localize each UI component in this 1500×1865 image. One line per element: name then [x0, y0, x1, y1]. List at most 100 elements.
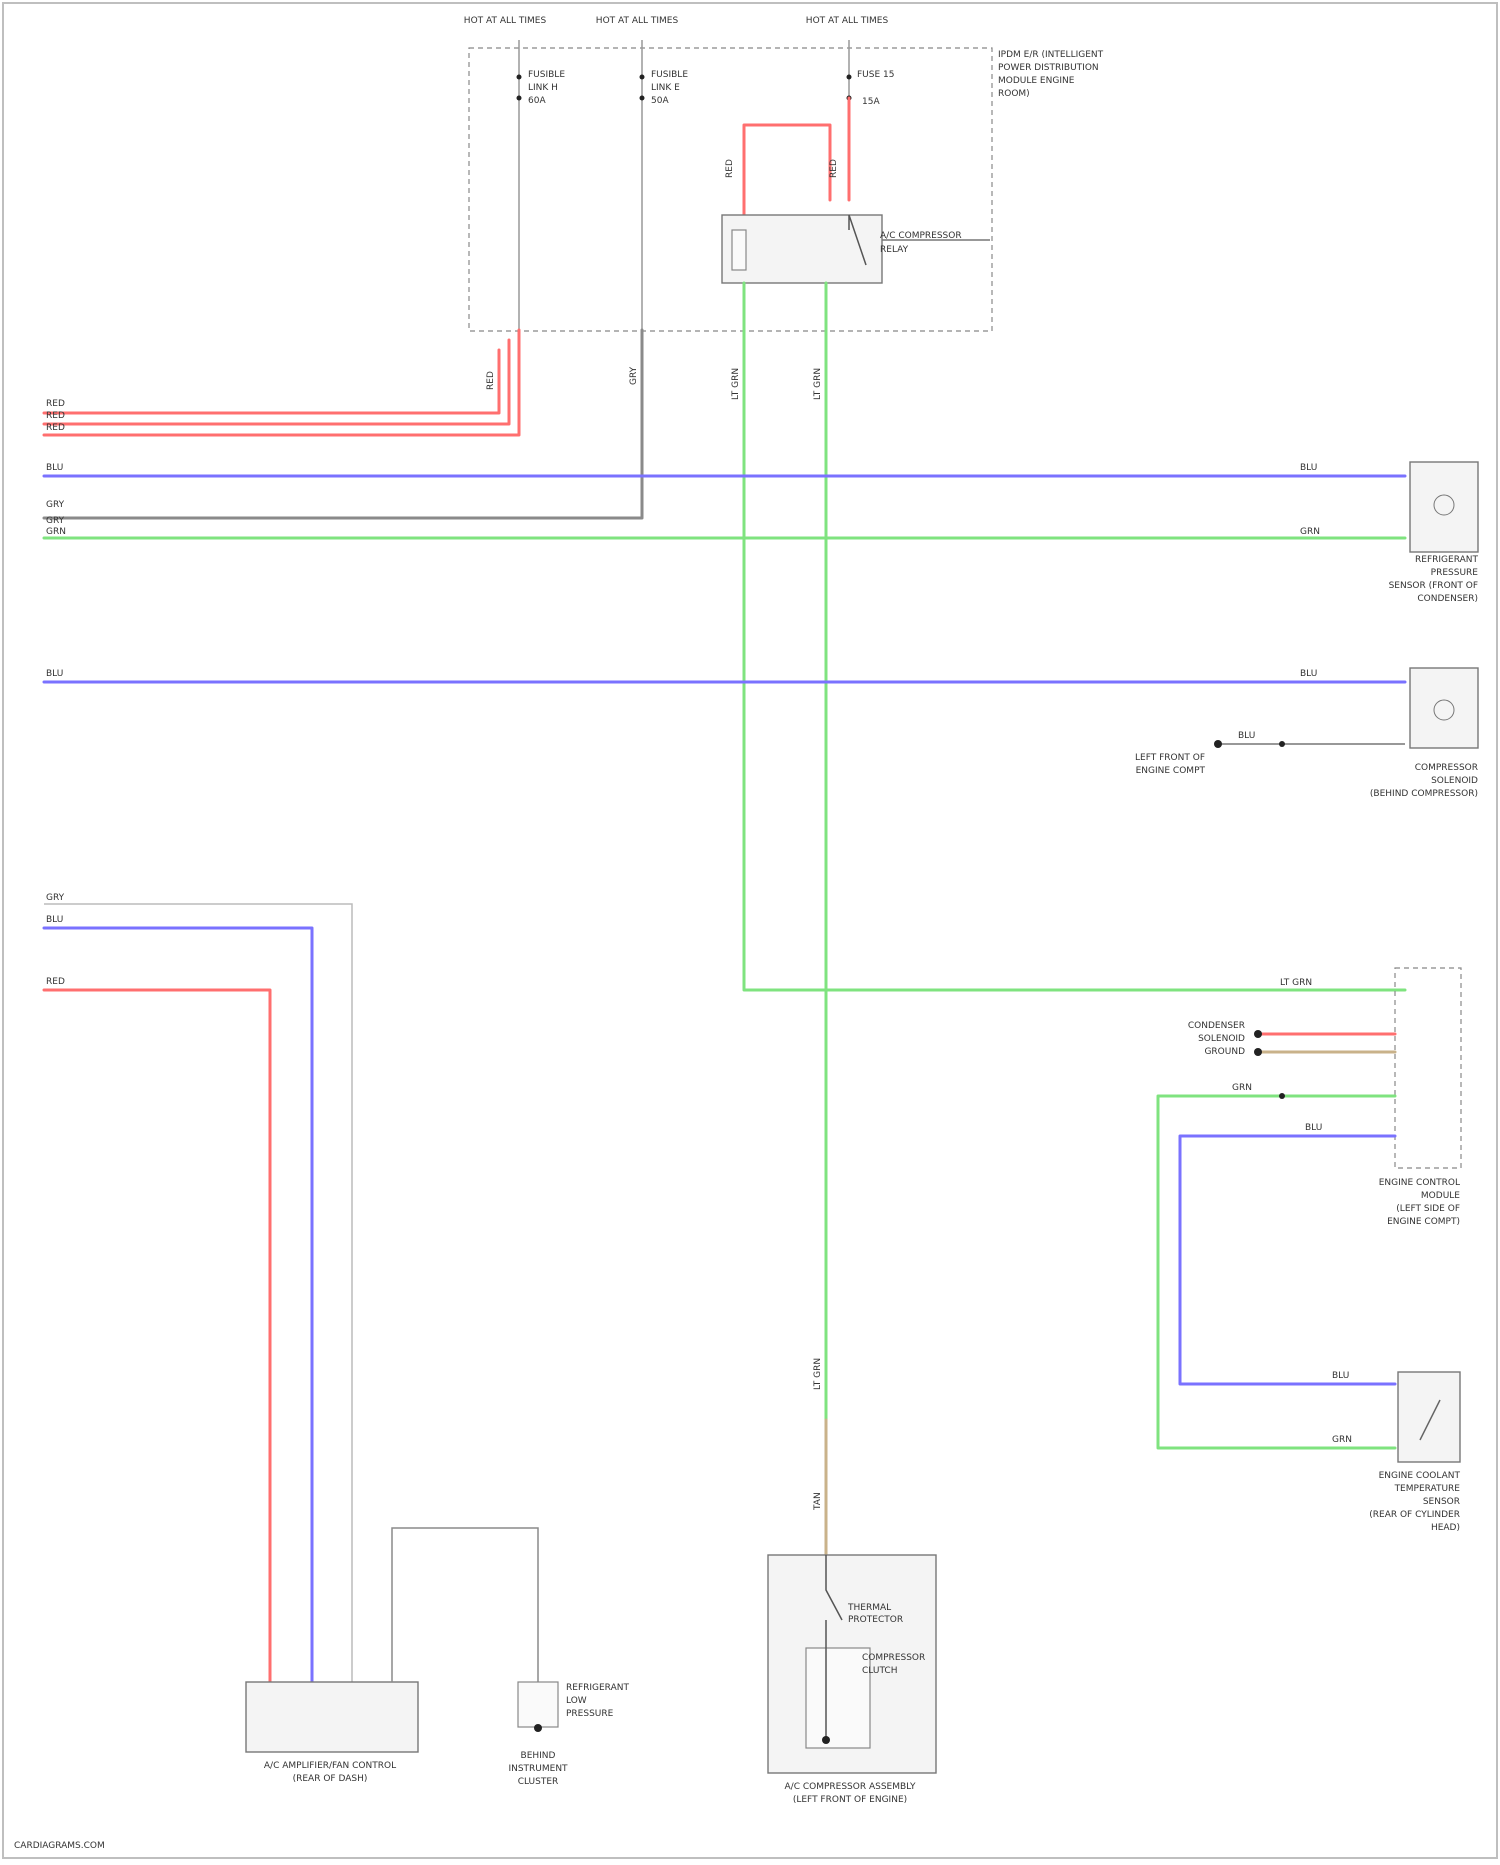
rps-label-4: CONDENSER) [1417, 594, 1478, 604]
fuse-header-3: HOT AT ALL TIMES [806, 16, 889, 26]
fuse-1-line3: 60A [528, 96, 546, 106]
bg-label-1: BEHIND [521, 1751, 556, 1761]
ac-amp-label-2: (REAR OF DASH) [293, 1774, 368, 1784]
red-wire-1 [44, 330, 519, 435]
ecm-label-3: (LEFT SIDE OF [1396, 1204, 1460, 1214]
fuse-2-line2: LINK E [651, 83, 680, 93]
ect-label-5: HEAD) [1431, 1523, 1460, 1533]
red-wire-2 [44, 340, 509, 424]
ect-blue-code-b: BLU [1332, 1371, 1349, 1381]
relay-red-code-1: RED [725, 159, 735, 178]
red-code-3: RED [46, 423, 65, 433]
fuse-2-top-line1: HOT AT ALL TIMES [596, 16, 679, 26]
ect-sensor [1398, 1372, 1460, 1462]
red-code-2: RED [46, 411, 65, 421]
ect-label-2: TEMPERATURE [1394, 1484, 1461, 1494]
relay-label-1: A/C COMPRESSOR [880, 231, 962, 241]
fuse-2-dot [640, 75, 645, 80]
lp-label-3: PRESSURE [566, 1709, 614, 1719]
ect-green-loop [1158, 1096, 1395, 1448]
lf-ground-2: ENGINE COMPT [1136, 766, 1206, 776]
blue-wire-lower [44, 928, 312, 1682]
ect-dot [1279, 1093, 1285, 1099]
blue-code-2: BLU [46, 669, 63, 679]
blue-code-1r: BLU [1300, 463, 1317, 473]
solenoid-ground-dot-2 [1279, 741, 1285, 747]
red-code-vert: RED [486, 371, 496, 390]
lower-gray-code: GRY [46, 893, 65, 903]
rps-label-3: SENSOR (FRONT OF [1389, 581, 1478, 591]
ecm-ground-1: CONDENSER [1188, 1021, 1245, 1031]
ect-label-3: SENSOR [1423, 1497, 1460, 1507]
gray-code-1: GRY [46, 500, 65, 510]
ecm-label-1: ENGINE CONTROL [1379, 1178, 1460, 1188]
fuse-header-2: HOT AT ALL TIMES [596, 16, 679, 26]
red-wire-lower [44, 990, 270, 1682]
clutch-label-1: COMPRESSOR [862, 1653, 925, 1663]
rps-label-1: REFRIGERANT [1415, 555, 1478, 565]
ipdm-label-3: MODULE ENGINE [998, 76, 1075, 86]
gray-loop [392, 1528, 538, 1682]
green-code-rowr: GRN [1300, 527, 1320, 537]
solenoid-ground-dot-1 [1214, 740, 1222, 748]
green-code-row: GRN [46, 527, 66, 537]
fuse-2-line1: FUSIBLE [651, 70, 688, 80]
cs-label-1: COMPRESSOR [1415, 763, 1478, 773]
ect-blue-code: BLU [1305, 1123, 1322, 1133]
blue-code-2r: BLU [1300, 669, 1317, 679]
ipdm-label-1: IPDM E/R (INTELLIGENT [998, 50, 1104, 60]
fuse-1-line2: LINK H [528, 83, 558, 93]
bg-label-2: INSTRUMENT [508, 1764, 568, 1774]
ecm-label-2: MODULE [1421, 1191, 1460, 1201]
ecm-label-4: ENGINE COMPT) [1387, 1217, 1460, 1227]
ecm-dot-2 [1254, 1048, 1262, 1056]
green-code-b: LT GRN [813, 368, 823, 400]
ac-amplifier-box [246, 1682, 418, 1752]
ecm-dot-1 [1254, 1030, 1262, 1038]
red-code-1: RED [46, 399, 65, 409]
ac-relay-coil [732, 230, 746, 270]
lower-blue-code: BLU [46, 915, 63, 925]
clutch-ground [822, 1736, 830, 1744]
ect-green-code: GRN [1232, 1083, 1252, 1093]
fuse-2-line3: 50A [651, 96, 669, 106]
fuse-3-top-line1: HOT AT ALL TIMES [806, 16, 889, 26]
red-wire-3 [44, 350, 499, 413]
cs-label-2: SOLENOID [1431, 776, 1478, 786]
ipdm-label-4: ROOM) [998, 89, 1030, 99]
blue-code-1: BLU [46, 463, 63, 473]
compressor-solenoid [1410, 668, 1478, 748]
ipdm-label-2: POWER DISTRIBUTION [998, 63, 1099, 73]
compressor-tan-code: TAN [813, 1492, 823, 1511]
cs-label-3: (BEHIND COMPRESSOR) [1370, 789, 1478, 799]
fuse-header-1: HOT AT ALL TIMES [464, 16, 547, 26]
gray-code-2: GRY [46, 516, 65, 526]
fuse-3-line1: FUSE 15 [857, 70, 894, 80]
green-code-a: LT GRN [731, 368, 741, 400]
fuse-1-top-line1: HOT AT ALL TIMES [464, 16, 547, 26]
ect-label-4: (REAR OF CYLINDER [1369, 1510, 1460, 1520]
lp-label-1: REFRIGERANT [566, 1683, 629, 1693]
compressor-clutch [806, 1648, 870, 1748]
compressor-green-code: LT GRN [813, 1358, 823, 1390]
rps-label-2: PRESSURE [1431, 568, 1479, 578]
solenoid-ground-code: BLU [1238, 731, 1255, 741]
fuse-1-line1: FUSIBLE [528, 70, 565, 80]
ecm-box [1395, 968, 1461, 1168]
relay-label-2: RELAY [880, 245, 909, 255]
green-wire-a [744, 283, 1405, 990]
relay-red-code-2: RED [829, 159, 839, 178]
refrigerant-pressure-sensor [1410, 462, 1478, 552]
ect-blue-loop [1180, 1136, 1395, 1384]
fuse-2-dot-b [640, 96, 645, 101]
compressor-label-2: (LEFT FRONT OF ENGINE) [793, 1795, 907, 1805]
lf-ground-1: LEFT FRONT OF [1135, 753, 1205, 763]
green-code-c: LT GRN [1280, 978, 1312, 988]
compressor-label-1: A/C COMPRESSOR ASSEMBLY [785, 1782, 916, 1792]
ecm-ground-2: SOLENOID [1198, 1034, 1245, 1044]
bg-label-3: CLUSTER [518, 1777, 559, 1787]
low-pressure-ground [534, 1724, 542, 1732]
thermal-label-2: PROTECTOR [848, 1615, 903, 1625]
